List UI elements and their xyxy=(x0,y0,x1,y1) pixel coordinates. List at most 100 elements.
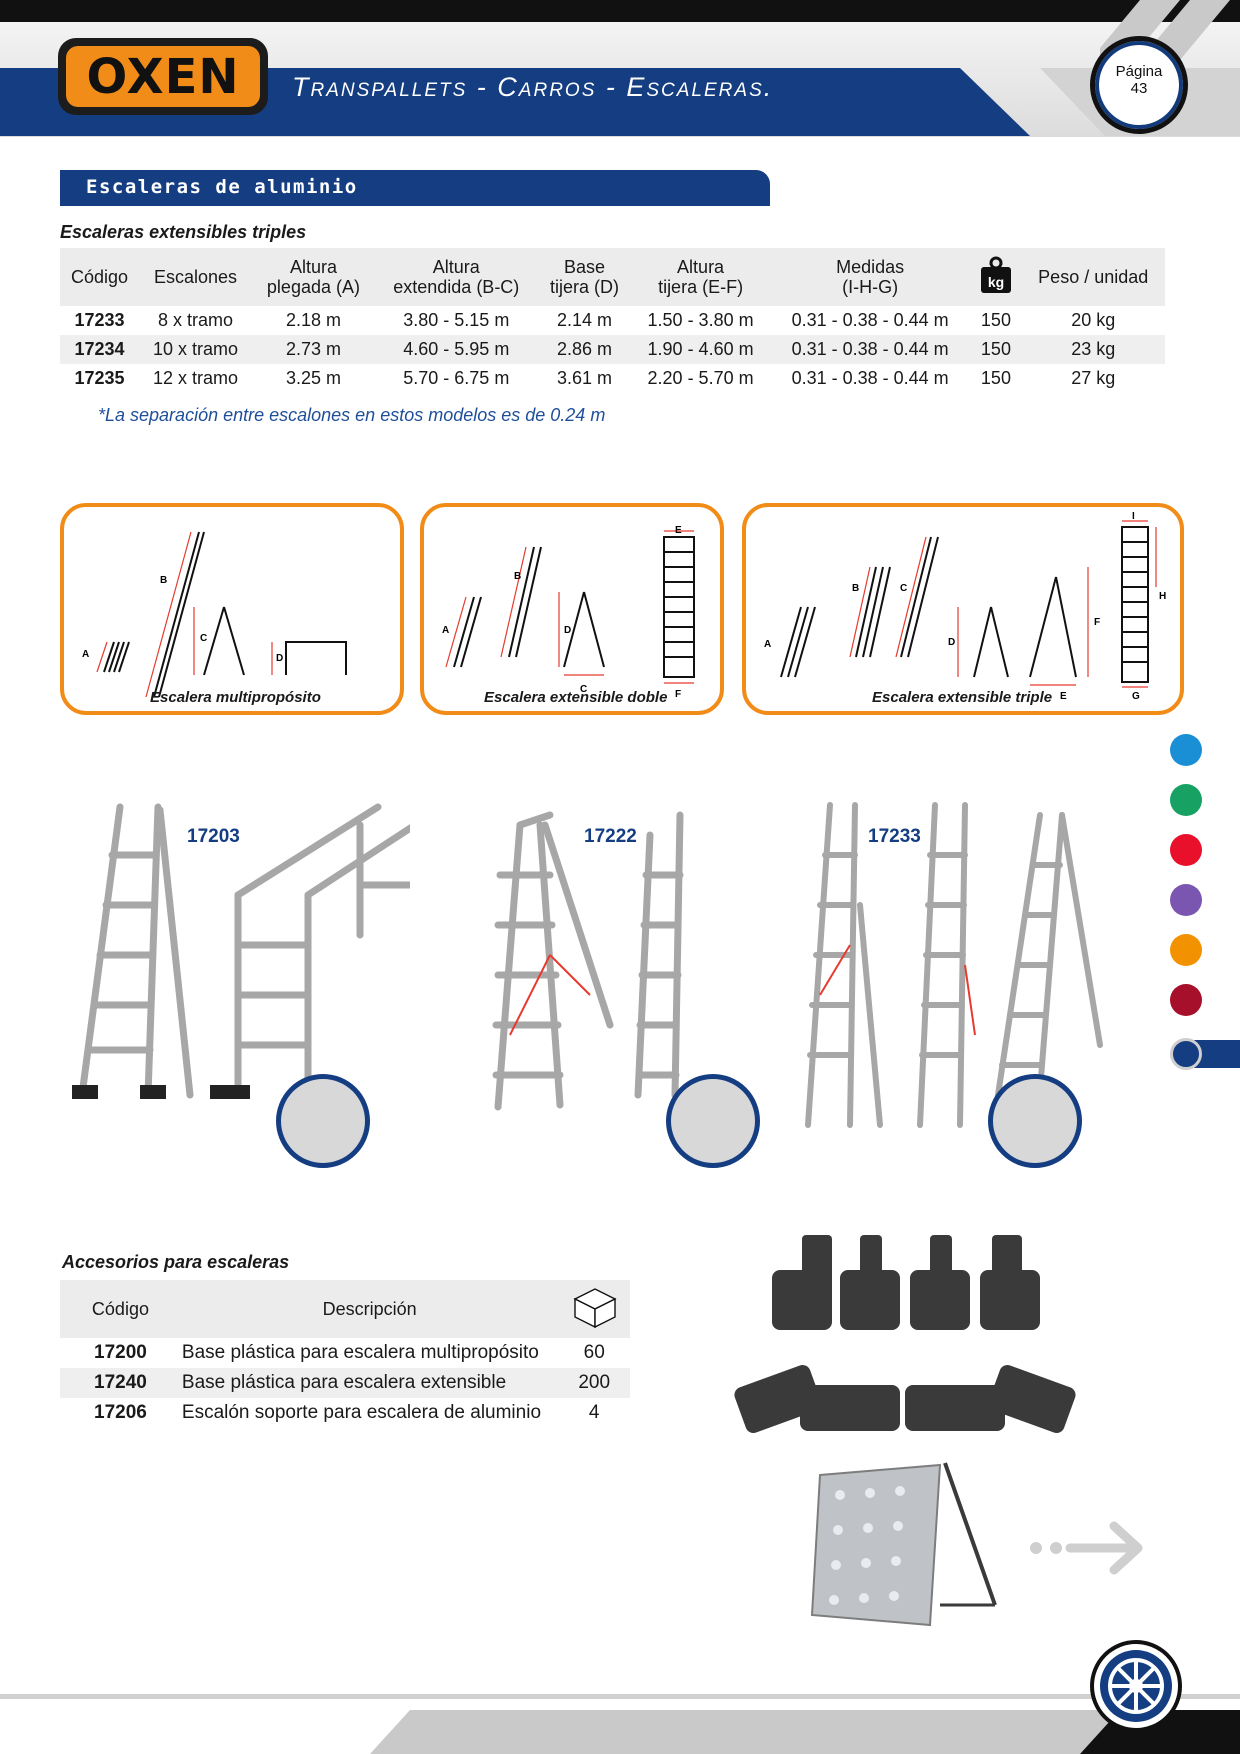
color-tab-navy-active[interactable] xyxy=(1170,1038,1202,1070)
acc-row-qty: 4 xyxy=(588,1402,600,1423)
color-tab-purple[interactable] xyxy=(1170,884,1202,916)
page-title: Transpallets - Carros - Escaleras. xyxy=(292,72,774,102)
row-steps: 10 x tramo xyxy=(139,335,253,364)
diagram-double-extension: A B C D E F Escalera extensible doble xyxy=(420,503,724,715)
row-code: 17234 xyxy=(60,335,140,364)
page-number: 43 xyxy=(1130,80,1148,97)
row-load: 150 xyxy=(980,368,1011,388)
svg-text:D: D xyxy=(276,653,283,664)
row-weight: 23 kg xyxy=(1021,335,1165,364)
acc-row-description: Base plástica para escalera extensible xyxy=(180,1368,559,1398)
zoom-hinge-detail xyxy=(276,1074,370,1168)
row-folded: 2.18 m xyxy=(285,310,341,330)
spec-note: *La separación entre escalones en estos … xyxy=(98,405,606,425)
box-icon xyxy=(573,1287,617,1328)
col-load: kg xyxy=(970,248,1022,306)
acc-row-code: 17240 xyxy=(60,1368,181,1398)
ladder-17233-image xyxy=(805,802,1103,1128)
row-base: 2.86 m xyxy=(537,335,632,364)
table-row: 17234 10 x tramo 2.73 m 4.60 - 5.95 m 2.… xyxy=(60,335,1165,364)
support-step-image xyxy=(810,1462,997,1627)
acc-row-code: 17206 xyxy=(94,1402,147,1423)
diagram-multipurpose: A B C D Escalera multipropósito xyxy=(60,503,404,715)
ladder-17203-image xyxy=(72,803,410,1099)
logo-text: OXEN xyxy=(86,48,240,105)
table-row: 17233 8 x tramo 2.18 m 3.80 - 5.15 m 2.1… xyxy=(60,306,1165,335)
row-extended: 5.70 - 6.75 m xyxy=(403,368,510,388)
color-tab-blue[interactable] xyxy=(1170,734,1202,766)
row-folded: 3.25 m xyxy=(285,368,341,388)
header-top-strip xyxy=(0,0,1240,22)
accessories-title: Accesorios para escaleras xyxy=(62,1252,290,1272)
table-row: 17240 Base plástica para escalera extens… xyxy=(60,1368,630,1398)
col-dims: Medidas(I-H-G) xyxy=(769,248,971,306)
page-label: Página xyxy=(1115,63,1163,80)
row-load: 150 xyxy=(970,335,1022,364)
col-steps: Escalones xyxy=(139,248,253,306)
plastic-feet-image xyxy=(734,1235,1076,1433)
svg-text:C: C xyxy=(200,633,207,644)
diagram-caption: Escalera extensible doble xyxy=(484,689,668,706)
row-extended: 3.80 - 5.15 m xyxy=(403,310,510,330)
next-page-arrow-icon[interactable] xyxy=(1028,1518,1148,1578)
svg-text:C: C xyxy=(580,684,587,695)
row-steps: 8 x tramo xyxy=(158,310,234,330)
svg-text:kg: kg xyxy=(988,274,1004,290)
svg-text:A: A xyxy=(442,625,449,636)
table-row: 17235 12 x tramo 3.25 m 5.70 - 6.75 m 3.… xyxy=(60,364,1165,393)
row-scissor: 1.50 - 3.80 m xyxy=(647,310,754,330)
row-base: 2.14 m xyxy=(556,310,613,330)
acc-row-description: Escalón soporte para escalera de alumini… xyxy=(181,1402,542,1423)
acc-col-description: Descripción xyxy=(180,1280,559,1338)
svg-text:A: A xyxy=(764,639,771,650)
section-subtitle: Escaleras extensibles triples xyxy=(60,222,307,242)
row-extended: 4.60 - 5.95 m xyxy=(374,335,538,364)
color-tab-orange[interactable] xyxy=(1170,934,1202,966)
product-code-17203: 17203 xyxy=(187,826,240,847)
acc-col-code: Código xyxy=(60,1280,181,1338)
color-tab-red[interactable] xyxy=(1170,834,1202,866)
svg-text:D: D xyxy=(564,625,571,636)
table-row: 17206 Escalón soporte para escalera de a… xyxy=(60,1398,630,1428)
zoom-foot-detail xyxy=(988,1074,1082,1168)
table-row: 17200 Base plástica para escalera multip… xyxy=(60,1338,630,1368)
color-tab-green[interactable] xyxy=(1170,784,1202,816)
wheel-logo-icon xyxy=(1090,1640,1182,1732)
diagram-multipurpose-drawing: A B C D xyxy=(82,531,347,698)
row-base: 3.61 m xyxy=(556,368,613,388)
row-dims: 0.31 - 0.38 - 0.44 m xyxy=(791,368,949,388)
row-dims: 0.31 - 0.38 - 0.44 m xyxy=(791,310,949,330)
svg-text:A: A xyxy=(82,649,89,660)
footer-band xyxy=(0,1694,1240,1754)
row-load: 150 xyxy=(980,310,1011,330)
row-code: 17235 xyxy=(74,368,125,388)
accessories-header-row: Código Descripción xyxy=(60,1280,630,1338)
acc-row-qty: 200 xyxy=(558,1368,630,1398)
diagram-double-drawing: A B C D E F xyxy=(442,525,695,700)
col-weight: Peso / unidad xyxy=(1021,248,1165,306)
svg-text:B: B xyxy=(852,583,859,594)
acc-row-qty: 60 xyxy=(583,1342,605,1363)
oxen-logo: OXEN xyxy=(58,38,268,115)
accessories-table: Código Descripción 17200 Base plástica p… xyxy=(60,1280,630,1428)
weight-kg-icon: kg xyxy=(980,256,1011,293)
svg-text:C: C xyxy=(900,583,907,594)
acc-col-qty xyxy=(558,1280,630,1338)
diagram-triple-extension: A B C D E F G H I Escalera extensible tr… xyxy=(742,503,1184,715)
svg-text:B: B xyxy=(514,571,521,582)
acc-row-description: Base plástica para escalera multipropósi… xyxy=(181,1342,539,1363)
color-tab-darkred[interactable] xyxy=(1170,984,1202,1016)
svg-text:F: F xyxy=(1094,617,1100,628)
product-code-17222: 17222 xyxy=(584,826,637,847)
ladder-17222-image xyxy=(492,811,684,1111)
product-code-17233: 17233 xyxy=(868,826,921,847)
zoom-strap-detail xyxy=(666,1074,760,1168)
acc-row-code: 17200 xyxy=(94,1342,147,1363)
svg-text:D: D xyxy=(948,637,955,648)
svg-text:E: E xyxy=(675,525,682,536)
page-number-badge: Página 43 xyxy=(1090,36,1188,134)
row-scissor: 1.90 - 4.60 m xyxy=(631,335,770,364)
